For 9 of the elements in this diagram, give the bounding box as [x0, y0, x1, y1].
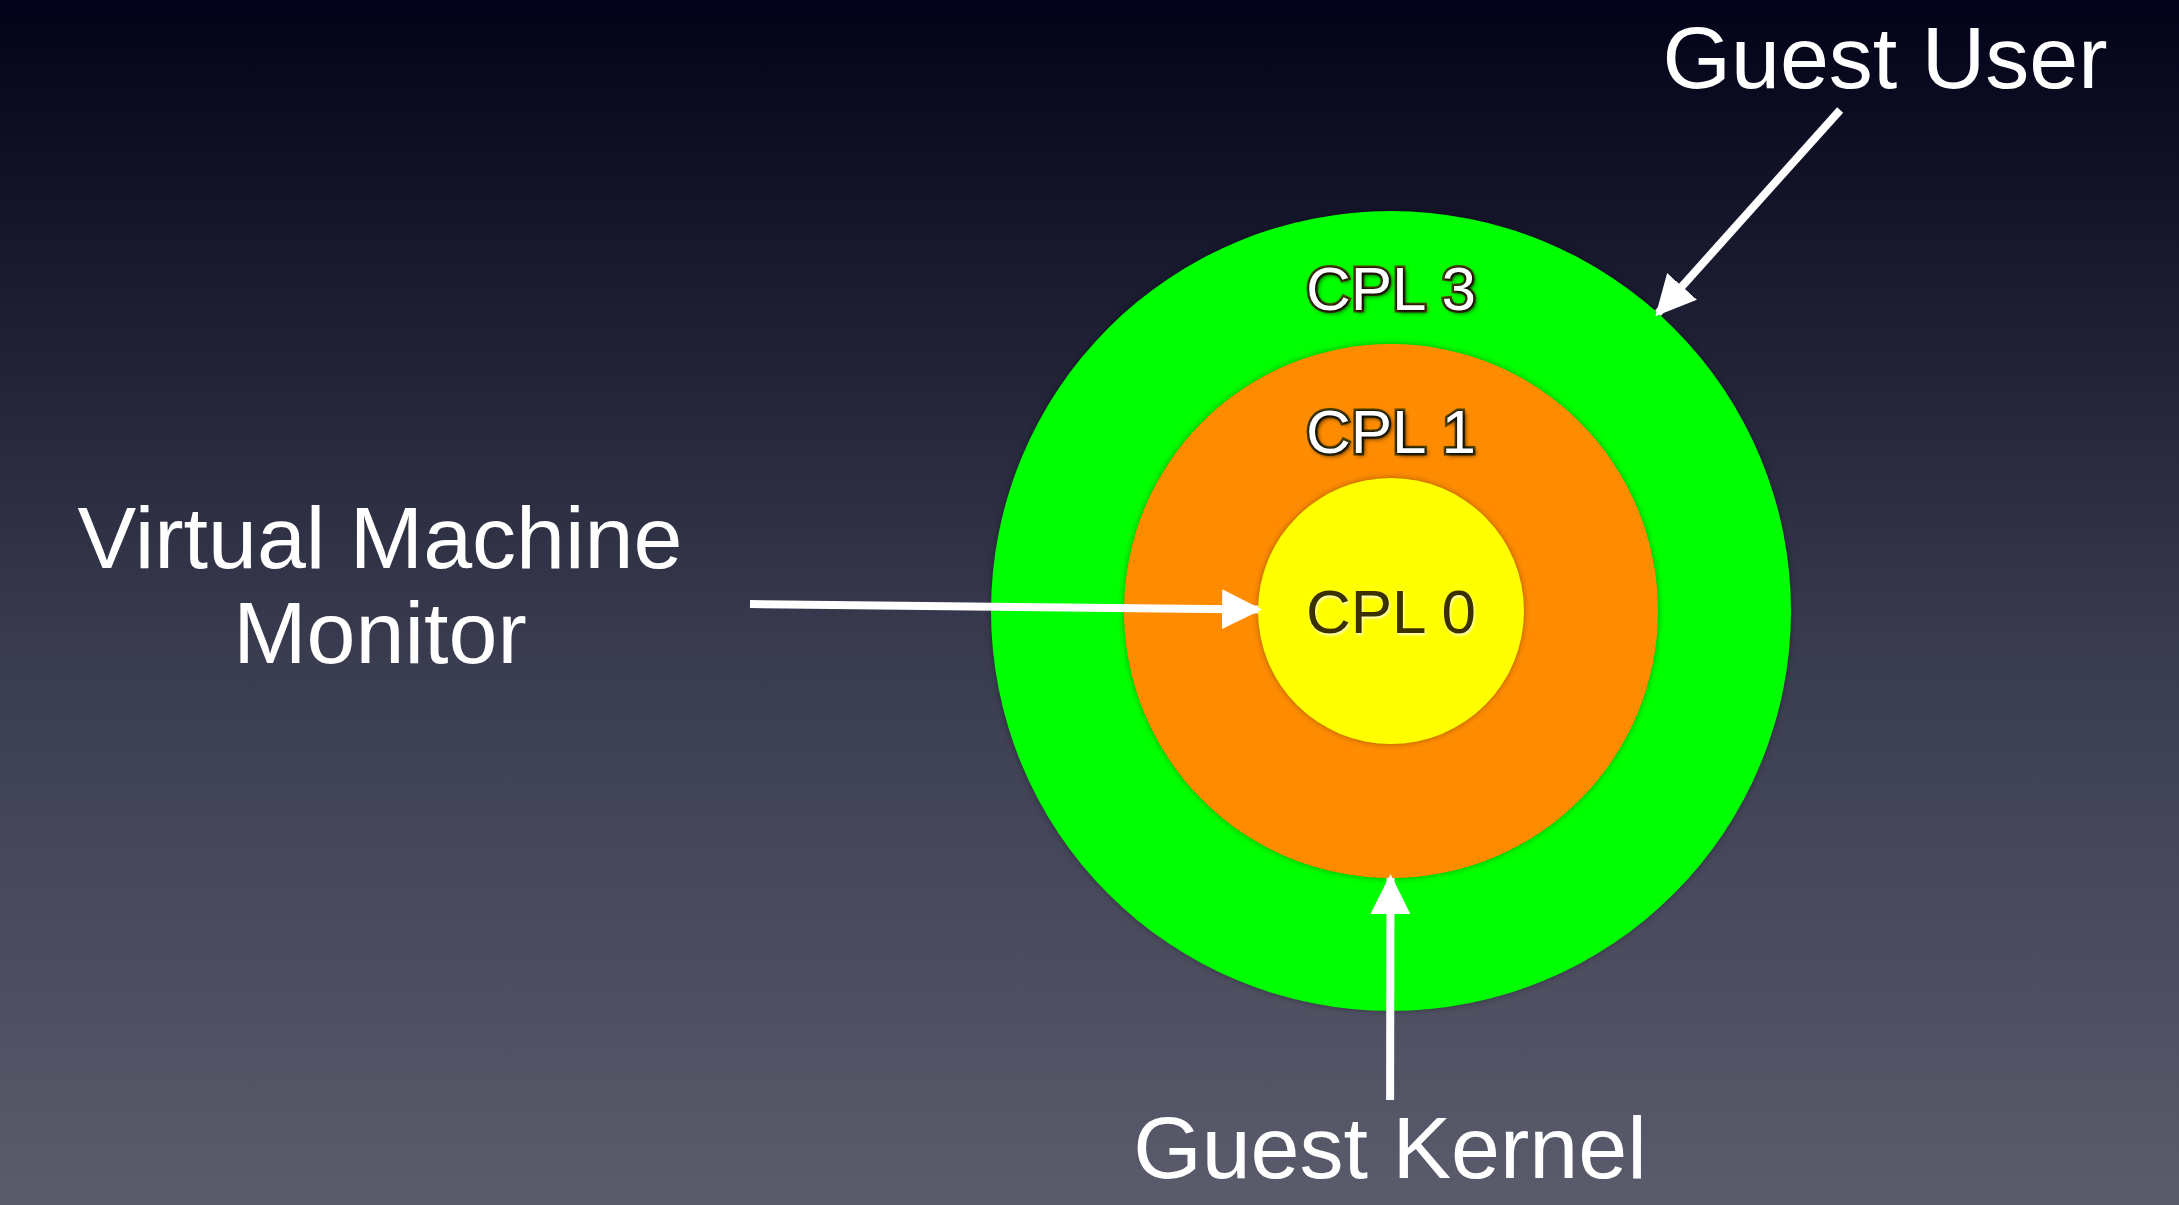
arrow: [1655, 107, 1844, 317]
role-label: Guest User: [1661, 10, 2109, 106]
role-label: Virtual Machine Monitor: [76, 490, 684, 681]
role-label: Guest Kernel: [1132, 1100, 1648, 1196]
arrow: [749, 589, 1262, 630]
ring-label: CPL 3: [1306, 253, 1476, 324]
ring-label: CPL 0: [1306, 575, 1476, 647]
ring-label: CPL 1: [1306, 396, 1476, 467]
arrow: [1370, 874, 1411, 1100]
